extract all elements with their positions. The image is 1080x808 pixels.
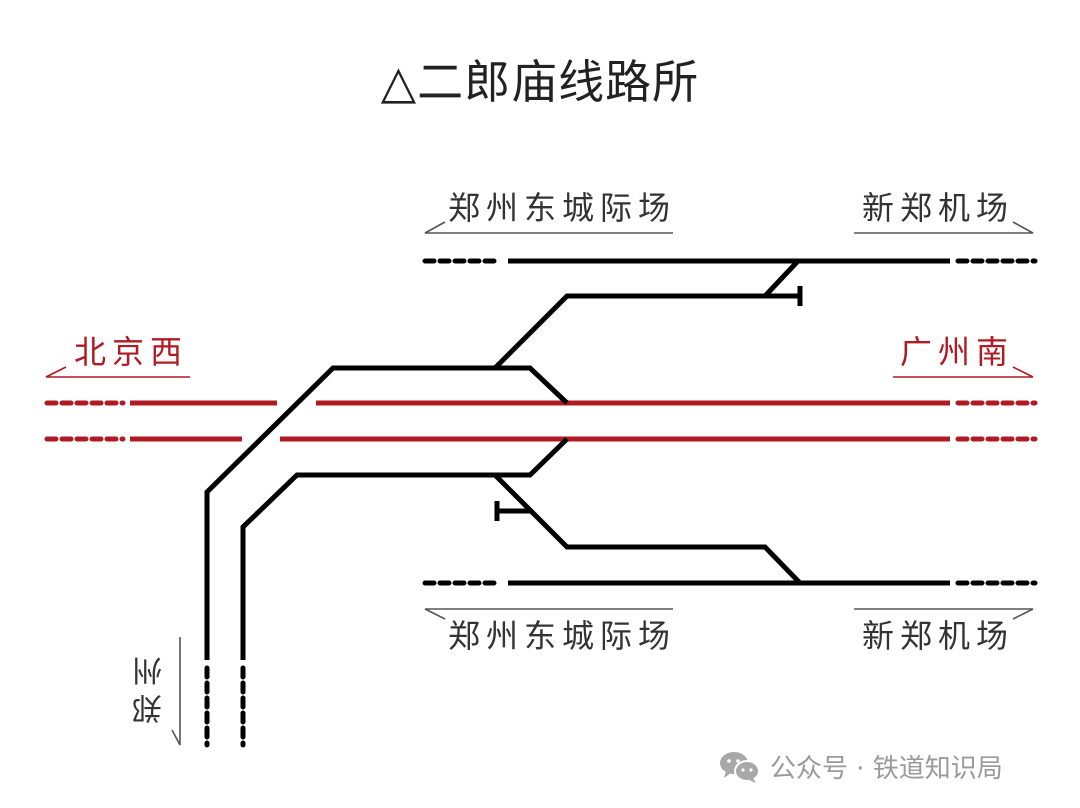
arrow-bottom-right [854, 608, 1034, 620]
top-siding-turnout [763, 259, 800, 298]
label-top-right-direction: 新郑机场 [862, 189, 1015, 227]
arrow-top-left [424, 221, 673, 234]
label-red-left-direction: 北京西 [74, 333, 189, 371]
arrow-top-right [854, 221, 1034, 234]
arrow-red-left [45, 366, 190, 378]
label-bottom-left-direction: 郑州东城际场 [448, 617, 677, 655]
label-red-right-direction: 广州南 [900, 333, 1015, 371]
inner-connector [240, 437, 569, 660]
watermark: 公众号 · 铁道知识局 [718, 748, 1003, 785]
arrow-bottom-left [424, 608, 673, 620]
bottom-siding [493, 473, 802, 585]
arrow-red-right [893, 366, 1034, 378]
label-vertical-direction: 郑州 [133, 648, 168, 724]
wechat-icon [718, 750, 762, 784]
label-top-left-direction: 郑州东城际场 [448, 189, 677, 227]
watermark-text: 公众号 · 铁道知识局 [770, 754, 1003, 784]
top-siding [493, 293, 800, 370]
label-bottom-right-direction: 新郑机场 [862, 617, 1015, 655]
diagram-title: △二郎庙线路所 [380, 55, 700, 109]
outer-connector [204, 365, 569, 660]
arrow-vertical [171, 637, 181, 746]
